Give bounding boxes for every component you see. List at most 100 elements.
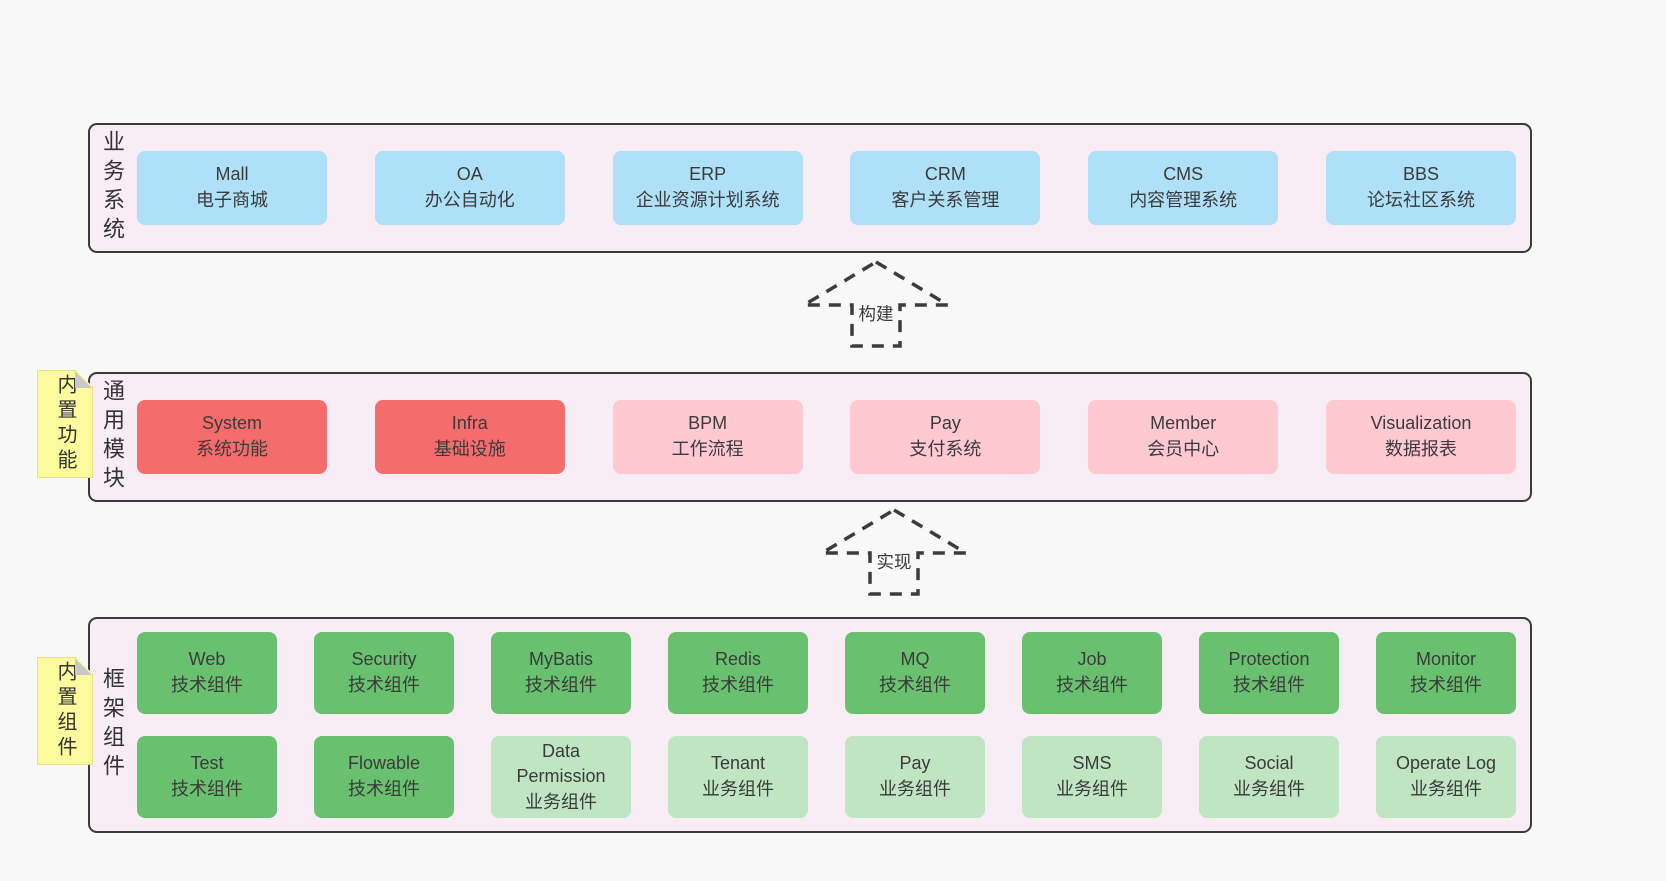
- box-subtitle: 业务组件: [1056, 779, 1128, 799]
- box-pay-component: Pay 业务组件: [845, 736, 985, 818]
- box-security: Security 技术组件: [314, 632, 454, 714]
- box-protection: Protection 技术组件: [1199, 632, 1339, 714]
- sticky-label: 内置功能: [54, 374, 76, 474]
- box-bpm: BPM 工作流程: [612, 400, 803, 474]
- band-modules-content: System 系统功能 Infra 基础设施 BPM 工作流程 Pay 支付系统…: [137, 400, 1516, 474]
- box-oa: OA 办公自动化: [374, 151, 565, 225]
- dashed-arrow-up-icon: [801, 259, 951, 348]
- box-title: Social: [1244, 753, 1294, 774]
- box-subtitle: 业务组件: [879, 779, 951, 799]
- box-title: Mall: [215, 164, 249, 185]
- box-subtitle: 业务组件: [1410, 779, 1482, 799]
- box-title: System: [201, 413, 262, 434]
- band-business-label: 业务系统: [100, 130, 125, 246]
- band-modules-label: 通用模块: [100, 379, 125, 495]
- box-subtitle: 客户关系管理: [891, 190, 1000, 210]
- box-tenant: Tenant 业务组件: [668, 736, 808, 818]
- box-title: Member: [1150, 413, 1217, 434]
- build-arrow: 构建: [801, 258, 951, 350]
- sticky-label: 内置组件: [54, 661, 76, 761]
- box-title: MQ: [900, 649, 930, 670]
- box-crm: CRM 客户关系管理: [850, 151, 1041, 225]
- box-subtitle: 办公自动化: [424, 190, 515, 210]
- box-subtitle: 技术组件: [1410, 675, 1482, 695]
- box-subtitle: 基础设施: [433, 439, 506, 459]
- box-subtitle: 支付系统: [909, 439, 982, 459]
- box-mall: Mall 电子商城: [137, 151, 327, 225]
- box-infra: Infra 基础设施: [374, 400, 565, 474]
- box-subtitle: 技术组件: [171, 675, 243, 695]
- box-subtitle: 技术组件: [1056, 675, 1128, 695]
- box-system: System 系统功能: [137, 400, 327, 474]
- box-subtitle: 业务组件: [1233, 779, 1305, 799]
- box-operate-log: Operate Log 业务组件: [1376, 736, 1516, 818]
- box-subtitle: 技术组件: [348, 675, 420, 695]
- box-title: Pay: [929, 413, 961, 434]
- box-title: MyBatis: [528, 649, 593, 670]
- box-web: Web 技术组件: [137, 632, 277, 714]
- box-data-permission: Data Permission 业务组件: [491, 736, 631, 818]
- band-business-systems: 业务系统 Mall 电子商城 OA 办公自动化 ERP 企业资源计划系统 CRM…: [88, 123, 1532, 253]
- box-subtitle: 会员中心: [1147, 439, 1220, 459]
- box-subtitle: 系统功能: [196, 439, 268, 459]
- box-bbs: BBS 论坛社区系统: [1325, 151, 1516, 225]
- box-mybatis: MyBatis 技术组件: [491, 632, 631, 714]
- box-title: Web: [188, 649, 226, 670]
- implement-arrow-label: 实现: [872, 549, 916, 574]
- box-title: Data Permission: [516, 740, 606, 787]
- box-title: Tenant: [710, 753, 766, 774]
- sticky-note-builtin-features: 内置功能: [37, 370, 93, 478]
- box-subtitle: 技术组件: [879, 675, 951, 695]
- box-title: BPM: [688, 413, 728, 434]
- box-title: Redis: [714, 649, 762, 670]
- box-social: Social 业务组件: [1199, 736, 1339, 818]
- box-test: Test 技术组件: [137, 736, 277, 818]
- box-subtitle: 业务组件: [525, 791, 597, 812]
- box-erp: ERP 企业资源计划系统: [612, 151, 803, 225]
- box-title: SMS: [1072, 753, 1112, 774]
- box-subtitle: 技术组件: [1233, 675, 1305, 695]
- box-member: Member 会员中心: [1088, 400, 1279, 474]
- box-visualization: Visualization 数据报表: [1325, 400, 1516, 474]
- band-common-modules: 通用模块 System 系统功能 Infra 基础设施 BPM 工作流程 Pay…: [88, 372, 1532, 502]
- box-title: CRM: [924, 164, 966, 185]
- box-subtitle: 技术组件: [702, 675, 774, 695]
- band-business-content: Mall 电子商城 OA 办公自动化 ERP 企业资源计划系统 CRM 客户关系…: [137, 151, 1516, 225]
- box-title: OA: [456, 164, 483, 185]
- box-title: BBS: [1402, 164, 1439, 185]
- box-title: Security: [351, 649, 417, 670]
- box-subtitle: 技术组件: [525, 675, 597, 695]
- box-subtitle: 电子商城: [196, 190, 268, 210]
- box-job: Job 技术组件: [1022, 632, 1162, 714]
- box-subtitle: 技术组件: [171, 779, 243, 799]
- box-subtitle: 工作流程: [671, 439, 744, 459]
- box-subtitle: 内容管理系统: [1129, 190, 1238, 210]
- box-title: Operate Log: [1395, 753, 1497, 774]
- components-row-1: Web 技术组件 Security 技术组件 MyBatis 技术组件 Redi…: [137, 632, 1516, 714]
- box-subtitle: 企业资源计划系统: [635, 190, 780, 210]
- box-pay-system: Pay 支付系统: [850, 400, 1041, 474]
- band-components-label: 框架组件: [100, 667, 125, 783]
- box-mq: MQ 技术组件: [845, 632, 985, 714]
- box-title: CMS: [1163, 164, 1204, 185]
- box-title: Pay: [899, 753, 931, 774]
- components-row-2: Test 技术组件 Flowable 技术组件 Data Permission …: [137, 736, 1516, 818]
- band-components-content: Web 技术组件 Security 技术组件 MyBatis 技术组件 Redi…: [137, 632, 1516, 818]
- box-redis: Redis 技术组件: [668, 632, 808, 714]
- box-subtitle: 业务组件: [702, 779, 774, 799]
- box-title: Test: [190, 753, 224, 774]
- box-flowable: Flowable 技术组件: [314, 736, 454, 818]
- box-title: Infra: [451, 413, 488, 434]
- box-title: Flowable: [347, 753, 421, 774]
- build-arrow-label: 构建: [854, 301, 898, 326]
- box-title: ERP: [689, 164, 727, 185]
- box-subtitle: 技术组件: [348, 779, 420, 799]
- sticky-note-builtin-components: 内置组件: [37, 657, 93, 765]
- box-title: Protection: [1228, 649, 1310, 670]
- box-title: Visualization: [1370, 413, 1472, 434]
- box-subtitle: 数据报表: [1384, 439, 1457, 459]
- box-subtitle: 论坛社区系统: [1366, 190, 1475, 210]
- band-framework-components: 框架组件 Web 技术组件 Security 技术组件 MyBatis 技术组件…: [88, 617, 1532, 833]
- box-sms: SMS 业务组件: [1022, 736, 1162, 818]
